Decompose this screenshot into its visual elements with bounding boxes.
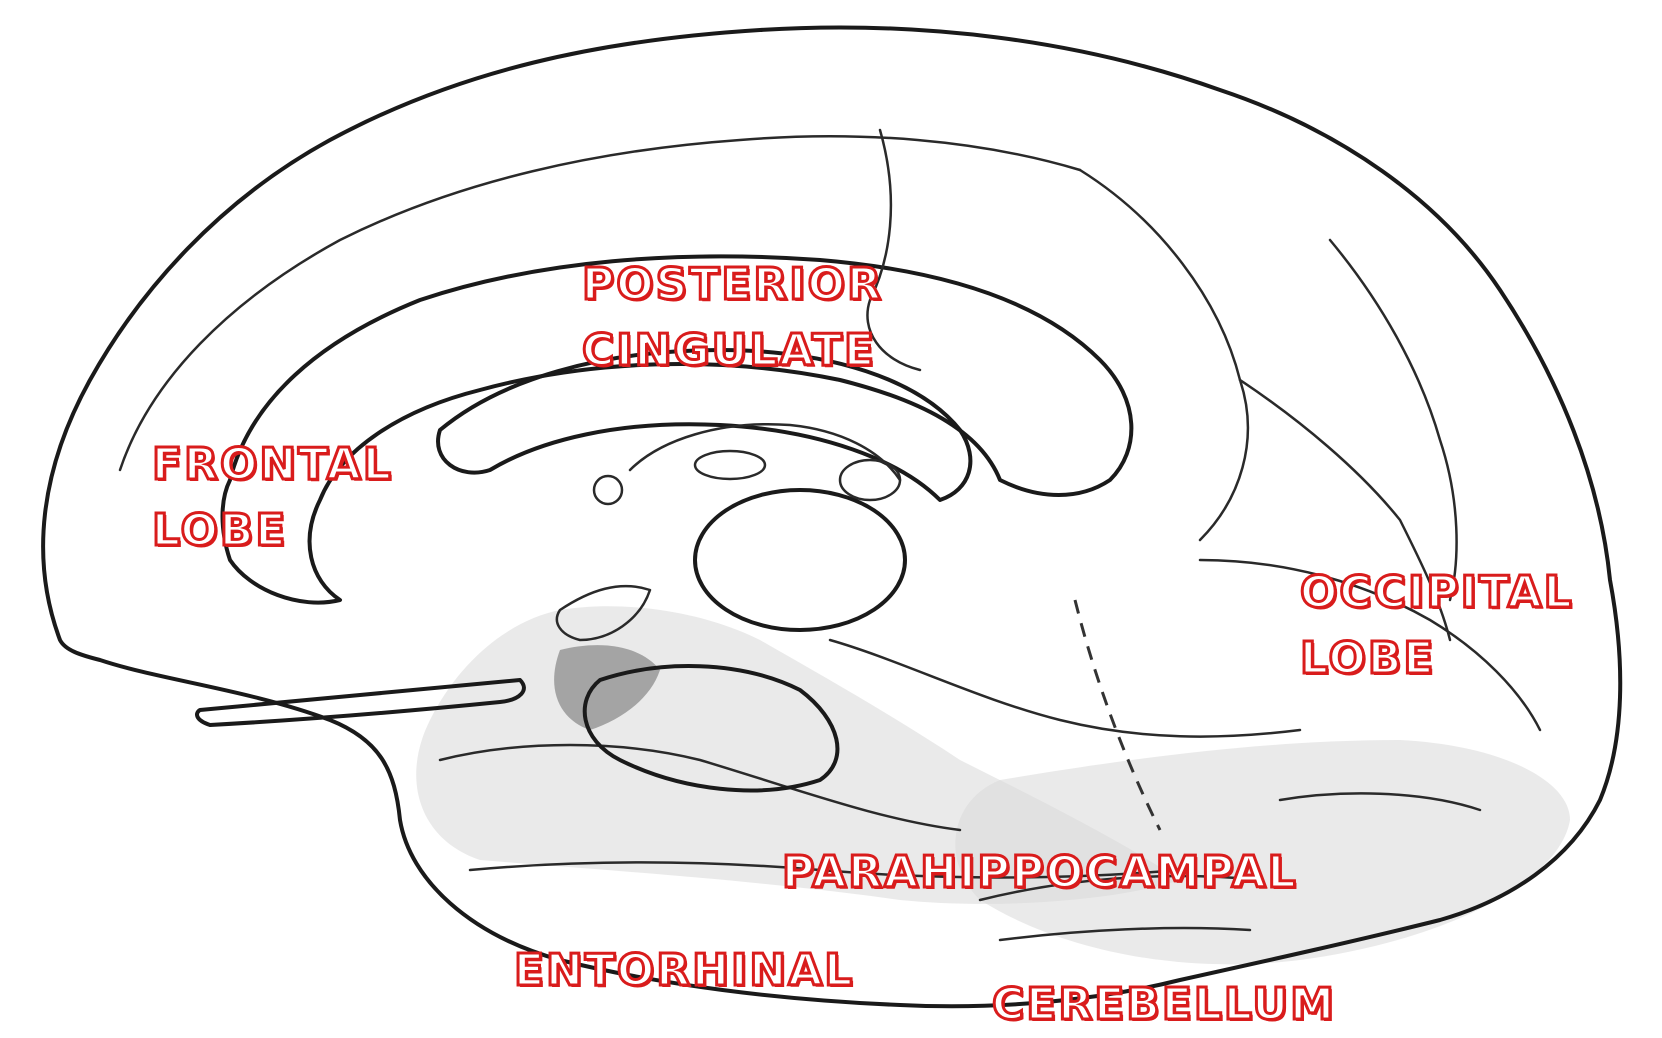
label-frontal-lobe: FRONTAL LOBE [151, 432, 393, 564]
label-posterior-cingulate: POSTERIOR CINGULATE [581, 252, 883, 384]
pineal-body [838, 458, 902, 502]
label-posterior-cingulate-line1: POSTERIOR [581, 258, 883, 312]
thalamus [693, 488, 907, 632]
temporal-gyrus-lower [438, 743, 962, 832]
label-occipital-lobe: OCCIPITAL LOBE [1299, 560, 1574, 692]
pons [582, 664, 840, 793]
cerebellum-fold-2 [998, 926, 1252, 942]
label-entorhinal-text: ENTORHINAL [512, 944, 855, 998]
cerebellum-fold-3 [1278, 792, 1482, 812]
corpus-callosum [436, 348, 973, 502]
paracentral-lobule [866, 128, 922, 372]
cingulate-gyrus-outline [220, 254, 1134, 605]
optic-chiasm [555, 584, 652, 642]
precuneus-outline [1078, 168, 1250, 542]
superior-frontal-gyrus [118, 135, 1082, 472]
calcarine-sulcus [1198, 558, 1542, 732]
hemisphere-outline [41, 25, 1623, 1009]
label-occipital-lobe-line2: LOBE [1299, 632, 1436, 686]
label-posterior-cingulate-line2: CINGULATE [581, 324, 877, 378]
label-parahippocampal-text: PARAHIPPOCAMPAL [781, 846, 1298, 900]
anterior-commissure [592, 474, 624, 506]
label-frontal-lobe-line2: LOBE [151, 504, 288, 558]
parahippocampal-gyrus [828, 638, 1302, 738]
label-cerebellum: CEREBELLUM [991, 972, 1336, 1038]
fornix [628, 423, 902, 482]
cuneus-sulcus [1328, 238, 1458, 602]
label-parahippocampal: PARAHIPPOCAMPAL [781, 840, 1298, 906]
olfactory-tract [195, 678, 526, 727]
cerebellum-fold-1 [978, 874, 1262, 902]
parieto-occipital-sulcus [1238, 378, 1452, 642]
label-occipital-lobe-line1: OCCIPITAL [1299, 566, 1574, 620]
label-cerebellum-text: CEREBELLUM [991, 978, 1336, 1032]
label-frontal-lobe-line1: FRONTAL [151, 438, 393, 492]
interthalamic-adhesion [693, 449, 767, 481]
midbrain-dark-shading [554, 645, 660, 730]
collateral-sulcus [468, 861, 1182, 879]
label-entorhinal: ENTORHINAL [512, 938, 855, 1004]
preoccipital-dashed-boundary [1073, 599, 1162, 831]
